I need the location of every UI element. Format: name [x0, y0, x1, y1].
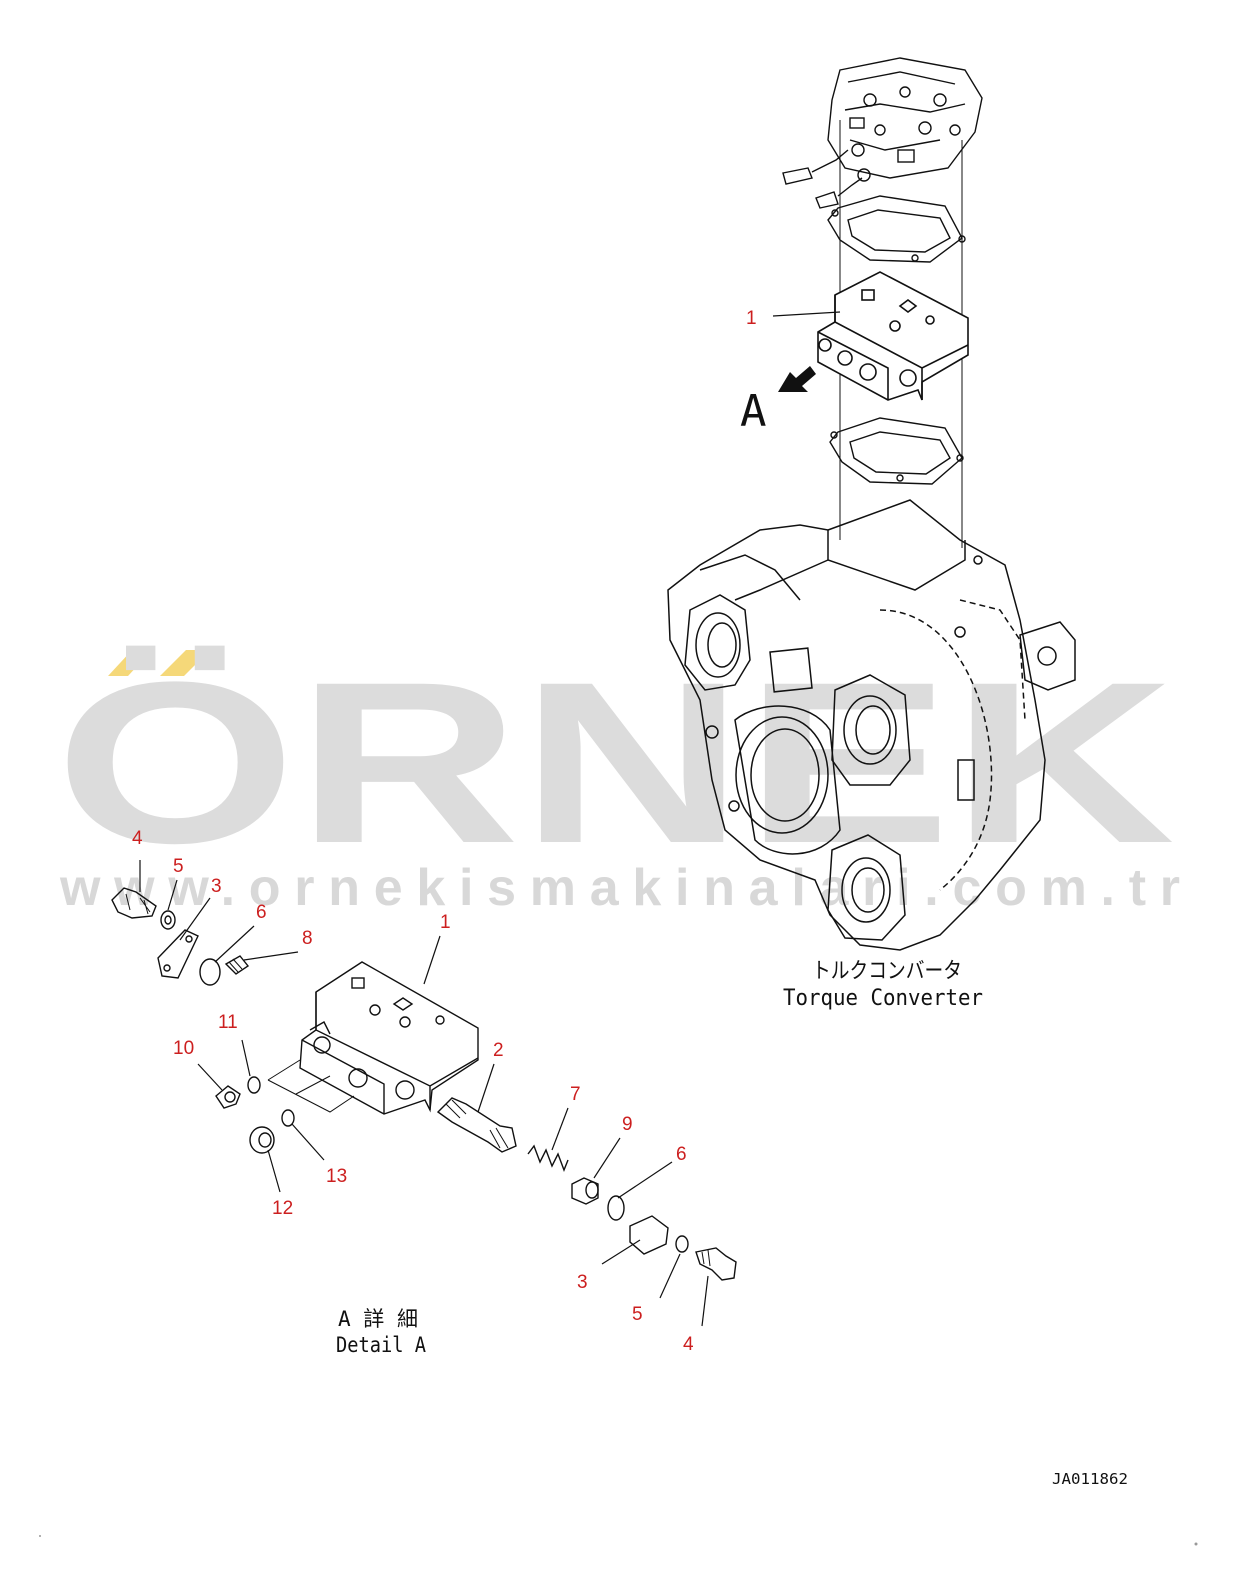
callout-4-bottom: 4: [683, 1334, 694, 1355]
torque-converter-label-jp: トルクコンバータ: [812, 959, 962, 984]
corner-mark-right: [1194, 1542, 1198, 1546]
callout-11: 11: [218, 1012, 238, 1033]
o-ring-13: [281, 1109, 295, 1127]
callout-3-top: 3: [211, 876, 222, 897]
callout-6-top: 6: [256, 902, 267, 923]
callout-10: 10: [173, 1038, 194, 1059]
spring-7: [527, 1144, 569, 1172]
callout-4-top: 4: [132, 828, 143, 849]
washer-top: [160, 910, 176, 930]
callout-5-bottom: 5: [632, 1304, 643, 1325]
o-ring-bottom: [607, 1195, 625, 1221]
spool-2: [436, 1097, 517, 1153]
watermark: ÖRNEK www.ornekismakinalari.com.tr: [55, 634, 1180, 917]
piston-9: [571, 1177, 599, 1205]
leader-lines: [139, 311, 841, 1327]
callout-12: 12: [272, 1198, 293, 1219]
callouts: 1 4 5 3 6 8 1 11 10 2 7 9 6 13 12 3 5 4: [132, 308, 757, 1355]
watermark-brand: ÖRNEK: [55, 634, 1175, 891]
cover-top: [157, 929, 199, 979]
callout-1-main: 1: [746, 308, 757, 329]
torque-converter-label-en: Torque Converter: [783, 986, 983, 1011]
detail-a-label-jp: A 詳 細: [338, 1307, 418, 1331]
cover-bottom: [629, 1215, 669, 1255]
corner-mark-left: [39, 1535, 41, 1537]
upper-valve-assembly: [782, 57, 983, 548]
callout-5-top: 5: [173, 856, 184, 877]
o-ring-top: [199, 958, 221, 986]
view-arrow-a: A: [740, 366, 816, 437]
callout-13: 13: [326, 1166, 347, 1187]
watermark-accent-left: [108, 650, 152, 676]
view-arrow-label: A: [740, 386, 767, 437]
main-valve-block: [817, 271, 969, 401]
plug-12: [249, 1126, 275, 1154]
detail-a-label-en: Detail A: [336, 1333, 426, 1357]
callout-9: 9: [622, 1114, 633, 1135]
callout-7: 7: [570, 1084, 581, 1105]
torque-converter-housing: [667, 499, 1076, 951]
callout-3-bottom: 3: [577, 1272, 588, 1293]
callout-1-detail: 1: [440, 912, 451, 933]
drawing-code: JA011862: [1052, 1470, 1128, 1488]
lower-gasket: [829, 417, 964, 485]
callout-6-bottom: 6: [676, 1144, 687, 1165]
callout-8: 8: [302, 928, 313, 949]
o-ring-11: [247, 1076, 261, 1094]
detail-valve-block: [299, 961, 479, 1115]
plug-10: [215, 1085, 241, 1109]
callout-2: 2: [493, 1040, 504, 1061]
washer-bottom: [675, 1235, 689, 1253]
watermark-accent-right: [160, 650, 210, 676]
bolt-top: [111, 887, 157, 919]
bolt-bottom: [695, 1247, 737, 1281]
plug-8: [224, 955, 250, 975]
detail-a-parts: [111, 887, 737, 1281]
view-arrow-shape: [778, 366, 816, 392]
